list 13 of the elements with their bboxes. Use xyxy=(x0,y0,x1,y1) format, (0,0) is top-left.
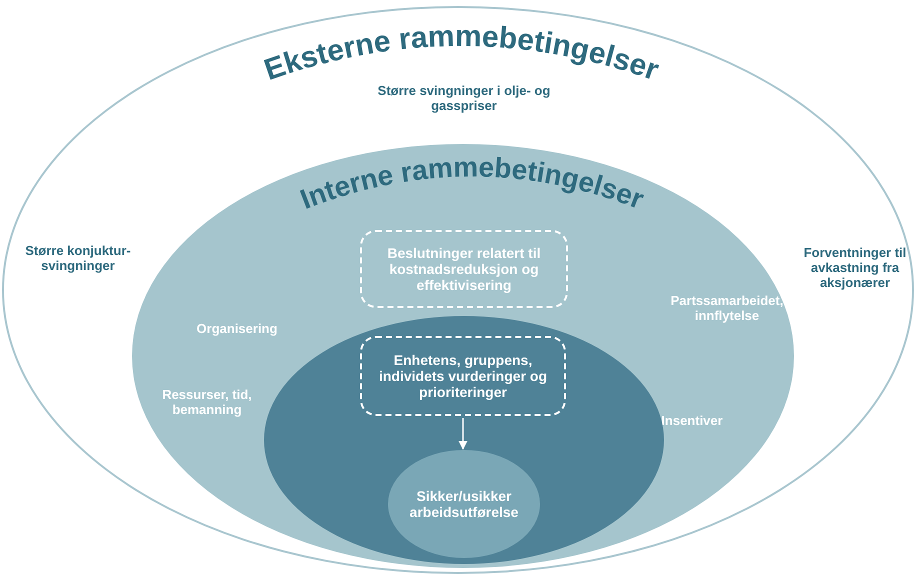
factor-text: Organisering xyxy=(196,322,278,337)
factor-text: Insentiver xyxy=(660,414,724,429)
assessment-box xyxy=(360,336,566,416)
factor-text: Større svingninger i olje- og gasspriser xyxy=(376,84,552,114)
factor-text: Ressurser, tid, bemanning xyxy=(161,388,253,418)
node-text: Sikker/usikker arbeidsutførelse xyxy=(408,488,520,520)
decision-box xyxy=(360,230,568,308)
factor-text: Større konjuktur-svingninger xyxy=(24,244,132,274)
node-text: Beslutninger relatert til kostnadsreduksjon og effektivisering xyxy=(386,244,542,294)
node-text: Enhetens, gruppens, individets vurderinger og prioriteringer xyxy=(378,352,548,400)
factor-text: Partssamarbeidet, innflytelse xyxy=(670,294,784,324)
factor-text: Forventninger til avkastning fra aksjonærer xyxy=(802,246,908,291)
arrow xyxy=(458,418,468,450)
